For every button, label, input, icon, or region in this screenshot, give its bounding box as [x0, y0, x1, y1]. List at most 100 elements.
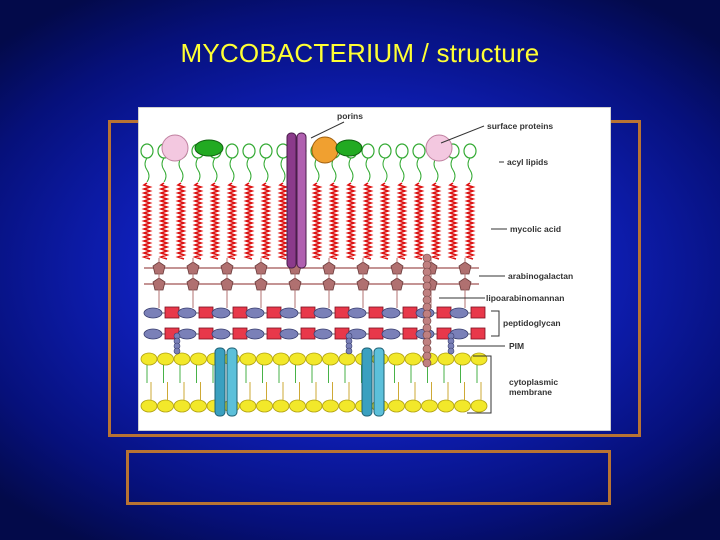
label-surface-proteins: surface proteins [487, 121, 553, 131]
membrane-channel-protein [361, 347, 373, 417]
mycolic-acid-chain [277, 182, 289, 260]
peptidoglycan-sugar [245, 328, 265, 340]
acyl-lipid-head [395, 143, 409, 159]
porin-protein [286, 132, 297, 269]
peptidoglycan-peptide [436, 306, 452, 319]
peptidoglycan-sugar [279, 328, 299, 340]
acyl-lipid-tail [144, 157, 150, 183]
membrane-channel-protein [226, 347, 238, 417]
cell-wall-svg: porins surface proteins acyl lipids myco… [140, 111, 573, 417]
membrane-lipid-head [305, 399, 323, 413]
arabinogalactan-layer [144, 258, 479, 308]
mycolic-acid-chain [226, 182, 238, 260]
acyl-lipid-tail [161, 157, 167, 183]
peptidoglycan-sugar [313, 307, 333, 319]
membrane-channel-protein [373, 347, 385, 417]
membrane-lipid-head [140, 399, 158, 413]
membrane-lipid-head [239, 352, 257, 366]
peptidoglycan-sugar [177, 328, 197, 340]
peptidoglycan-peptide [198, 306, 214, 319]
mycolic-acid-chain [260, 182, 272, 260]
peptidoglycan-sugar [211, 328, 231, 340]
peptidoglycan-peptide [300, 306, 316, 319]
label-mycolic-acid: mycolic acid [510, 224, 561, 234]
surface-protein [161, 134, 189, 162]
acyl-lipid-tail [365, 157, 371, 183]
mycolic-acid-chain [311, 182, 323, 260]
porin-protein [296, 132, 307, 269]
acyl-lipid-tail [314, 157, 320, 183]
surface-protein [335, 139, 363, 157]
membrane-lipid-head [239, 399, 257, 413]
membrane-lipid-head [470, 352, 488, 366]
peptidoglycan-sugar [381, 328, 401, 340]
acyl-lipid-head [463, 143, 477, 159]
label-leaders [310, 121, 507, 414]
peptidoglycan-peptide [266, 327, 282, 340]
acyl-lipid-tail [450, 157, 456, 183]
mycolic-acid-chain [141, 182, 153, 260]
peptidoglycan-peptide [402, 327, 418, 340]
peptidoglycan-peptide [232, 306, 248, 319]
peptidoglycan-peptide [470, 306, 486, 319]
membrane-lipid-head [437, 399, 455, 413]
peptidoglycan-sugar [381, 307, 401, 319]
mycolic-acid-chain [379, 182, 391, 260]
mycolic-acid-chain [345, 182, 357, 260]
peptidoglycan-peptide [164, 306, 180, 319]
peptidoglycan-peptide [300, 327, 316, 340]
acyl-lipid-tail [433, 157, 439, 183]
mycolic-acid-chain [447, 182, 459, 260]
acyl-lipid-tail [382, 157, 388, 183]
peptidoglycan-sugar [279, 307, 299, 319]
peptidoglycan-peptide [232, 327, 248, 340]
acyl-lipid-head [361, 143, 375, 159]
mycolic-acid-chain [209, 182, 221, 260]
membrane-channel-protein [214, 347, 226, 417]
acyl-lipid-head [140, 143, 154, 159]
peptidoglycan-sugar [347, 307, 367, 319]
acyl-lipid-tail [229, 157, 235, 183]
mycolic-acid-chain [413, 182, 425, 260]
acyl-lipid-head [259, 143, 273, 159]
membrane-lipid-head [388, 352, 405, 366]
membrane-lipid-head [338, 399, 356, 413]
label-porins: porins [337, 111, 363, 121]
surface-protein [194, 139, 224, 157]
peptidoglycan-sugar [245, 307, 265, 319]
acyl-lipid-tail [331, 157, 337, 183]
peptidoglycan-layer [143, 306, 486, 340]
mycolic-acid-chain [328, 182, 340, 260]
acyl-lipid-tail [246, 157, 252, 183]
mycolic-acid-chain [192, 182, 204, 260]
peptidoglycan-peptide [266, 306, 282, 319]
membrane-lipid-head [322, 399, 339, 413]
label-acyl-lipids: acyl lipids [507, 157, 548, 167]
membrane-lipid-head [190, 399, 207, 413]
membrane-lipid-head [140, 352, 158, 366]
acyl-lipid-tail [280, 157, 286, 183]
peptidoglycan-peptide [368, 306, 384, 319]
pim-bead [345, 347, 353, 355]
surface-protein [425, 134, 453, 162]
peptidoglycan-peptide [402, 306, 418, 319]
acyl-lipid-tail [212, 157, 218, 183]
peptidoglycan-sugar [143, 328, 163, 340]
peptidoglycan-sugar [143, 307, 163, 319]
peptidoglycan-peptide [198, 327, 214, 340]
acyl-lipid-tail [467, 157, 473, 183]
surface-protein [311, 136, 339, 164]
cell-wall-diagram: porins surface proteins acyl lipids myco… [138, 107, 611, 431]
membrane-lipid-head [454, 399, 471, 413]
acyl-lipid-tail [195, 157, 201, 183]
mycolic-acid-chain [158, 182, 170, 260]
membrane-lipid-head [272, 399, 290, 413]
membrane-lipid-head [404, 352, 422, 366]
membrane-lipid-head [338, 352, 356, 366]
acyl-lipid-head [225, 143, 239, 159]
membrane-lipid-head [404, 399, 422, 413]
membrane-lipid-head [305, 352, 323, 366]
pim-bead [173, 347, 181, 355]
peptidoglycan-sugar [211, 307, 231, 319]
label-peptidoglycan: peptidoglycan [503, 318, 561, 328]
